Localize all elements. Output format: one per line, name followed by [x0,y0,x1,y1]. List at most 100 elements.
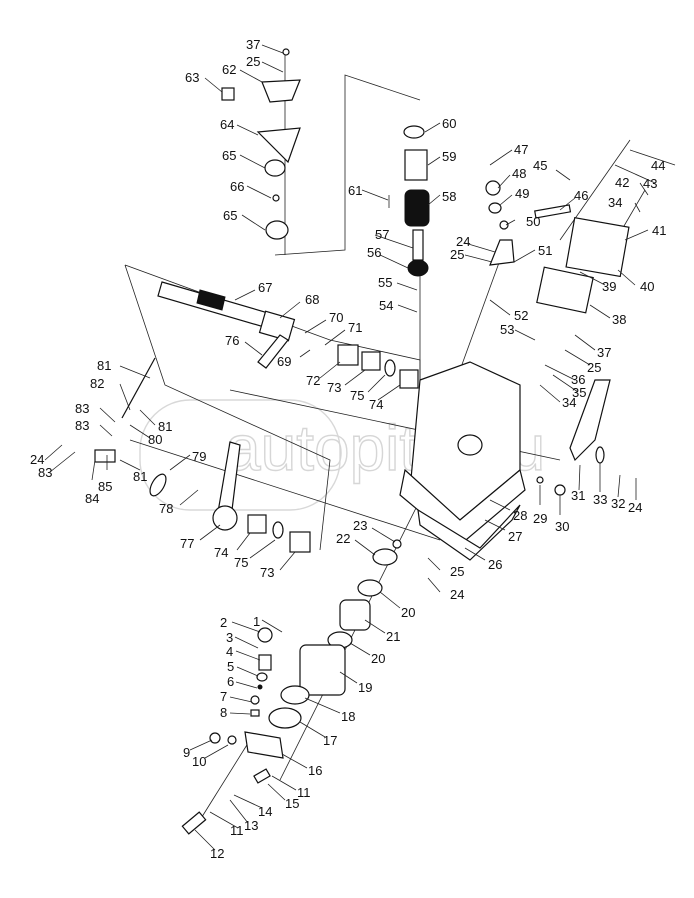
callout-4: 4 [226,644,233,659]
callout-68: 68 [305,292,319,307]
callout-82: 82 [90,376,104,391]
callout-62: 62 [222,62,236,77]
base-plate-26 [417,504,521,561]
seal-29 [536,476,544,484]
callout-15: 15 [285,796,299,811]
callout-81: 81 [97,358,111,373]
callout-20: 20 [401,605,415,620]
callout-24: 24 [456,234,470,249]
callout-77: 77 [180,536,194,551]
plug-9 [209,732,221,744]
callout-53: 53 [500,322,514,337]
callout-37: 37 [246,37,260,52]
callout-14: 14 [258,804,272,819]
callout-39: 39 [602,279,616,294]
disc-60 [403,125,425,139]
callout-46: 46 [574,188,588,203]
callout-57: 57 [375,227,389,242]
callout-22: 22 [336,531,350,546]
callout-74: 74 [214,545,228,560]
callout-49: 49 [515,186,529,201]
callout-35: 35 [572,385,586,400]
callout-60: 60 [442,116,456,131]
callout-30: 30 [555,519,569,534]
oring-65b [265,220,289,240]
callout-66: 66 [230,179,244,194]
bushing-74a [399,369,419,389]
ball-66 [272,194,280,202]
callout-81: 81 [133,469,147,484]
callout-65: 65 [222,148,236,163]
filter-58 [404,189,430,227]
spring-10 [227,735,237,745]
callout-67: 67 [258,280,272,295]
callout-24: 24 [30,452,44,467]
callout-43: 43 [643,176,657,191]
callout-55: 55 [378,275,392,290]
callout-31: 31 [571,488,585,503]
callout-23: 23 [353,518,367,533]
washer-5 [256,672,268,682]
nut-50 [499,220,509,230]
callout-37: 37 [597,345,611,360]
bushing-74b [247,514,267,534]
callout-73: 73 [260,565,274,580]
callout-24: 24 [628,500,642,515]
handle-76 [257,334,289,369]
callout-61: 61 [348,183,362,198]
callout-48: 48 [512,166,526,181]
ring-75b [272,521,284,539]
washer-33 [595,446,605,464]
callout-72: 72 [306,373,320,388]
seat-8 [250,709,260,717]
callout-34: 34 [608,195,622,210]
bolt-15 [253,768,271,784]
callout-17: 17 [323,733,337,748]
callout-33: 33 [593,492,607,507]
callout-79: 79 [192,449,206,464]
gasket-38 [536,266,594,314]
cylinder-19 [299,644,346,696]
callout-2: 2 [220,615,227,630]
callout-75: 75 [234,555,248,570]
callout-29: 29 [533,511,547,526]
cap-48 [485,180,501,196]
ring-22 [372,548,398,566]
callout-80: 80 [148,432,162,447]
callout-78: 78 [159,501,173,516]
callout-28: 28 [513,508,527,523]
callout-5: 5 [227,659,234,674]
callout-69: 69 [277,354,291,369]
callout-12: 12 [210,846,224,861]
cover-40 [565,216,630,278]
oring-20a [357,579,383,597]
callout-38: 38 [612,312,626,327]
lever-82 [121,357,156,419]
plate-79 [149,473,167,497]
bushing-73a [361,351,381,371]
oring-17 [268,707,302,729]
callout-25: 25 [246,54,260,69]
callout-27: 27 [508,529,522,544]
plug-30 [554,484,566,496]
callout-50: 50 [526,214,540,229]
callout-24: 24 [450,587,464,602]
callout-51: 51 [538,243,552,258]
callout-16: 16 [308,763,322,778]
callout-56: 56 [367,245,381,260]
ball-6 [257,684,263,690]
gasket-64 [256,127,301,164]
callout-1: 1 [253,614,260,629]
callout-6: 6 [227,674,234,689]
oring-18 [280,685,310,705]
knob-2 [257,627,273,643]
callout-13: 13 [244,818,258,833]
ring-75a [384,359,396,377]
spline-67 [196,289,226,311]
callout-83: 83 [38,465,52,480]
collar-68 [258,310,296,342]
callouts: 37 25 62 63 64 65 66 65 60 59 61 58 57 5… [30,37,666,861]
callout-36: 36 [571,372,585,387]
piston-21 [339,599,371,631]
